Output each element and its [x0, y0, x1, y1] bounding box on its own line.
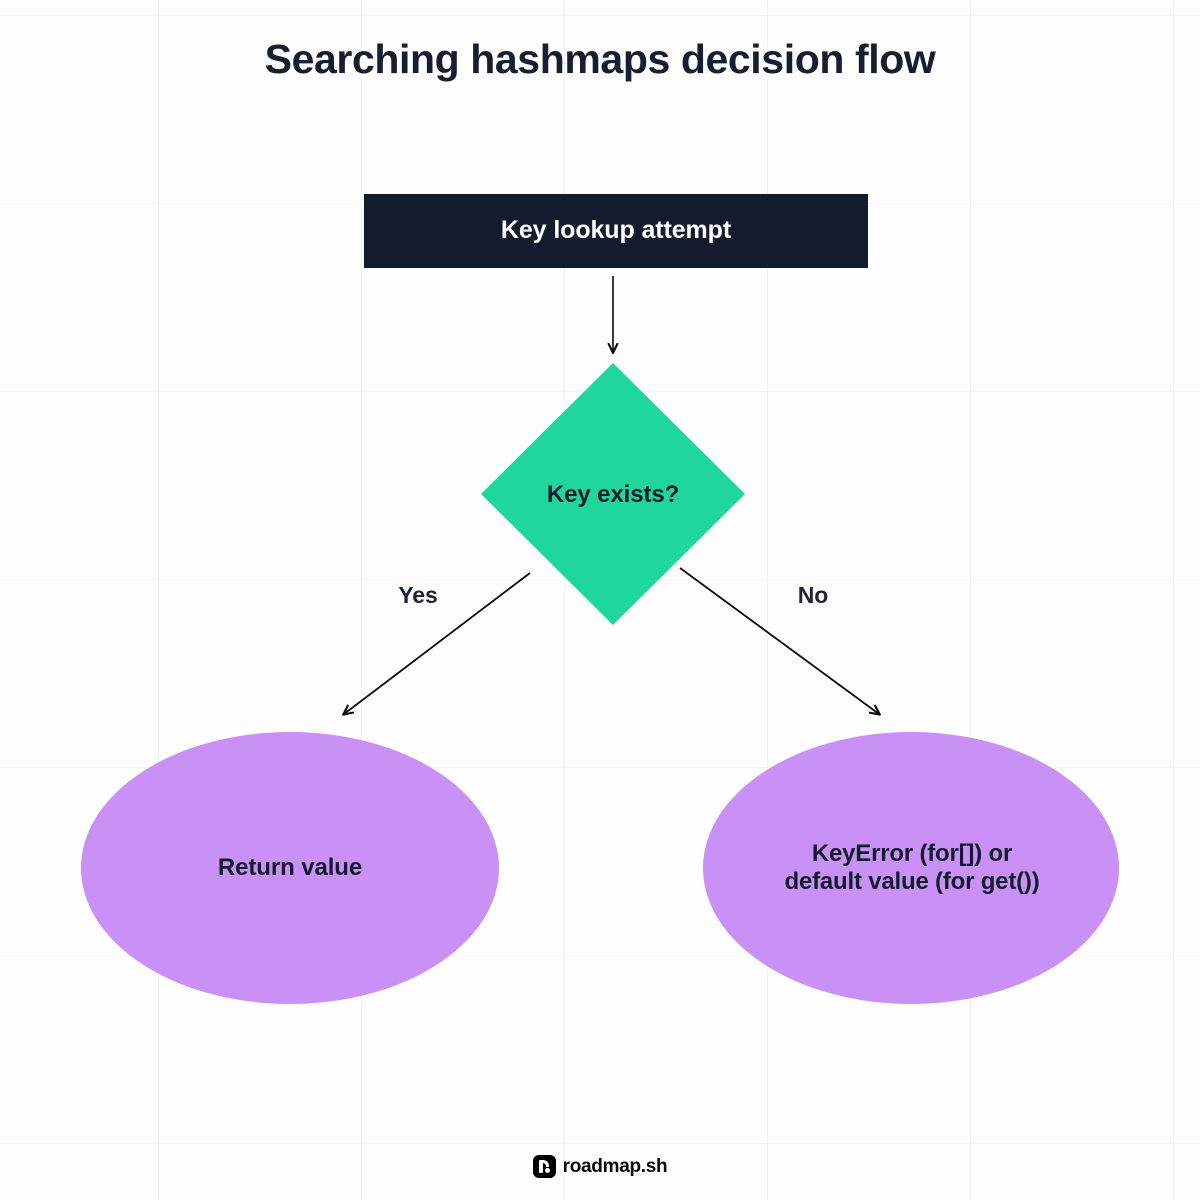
edge-label-no: No	[797, 582, 829, 608]
edge-decision-to-error	[679, 567, 879, 714]
brand-name: roadmap.sh	[562, 1155, 668, 1177]
logo-r-stem	[538, 1160, 543, 1173]
page-title: Searching hashmaps decision flow	[264, 36, 936, 82]
edge-label-yes: Yes	[398, 582, 438, 608]
node-error-shape[interactable]	[703, 732, 1119, 1004]
node-start-shape[interactable]	[364, 194, 868, 268]
footer-brand[interactable]: roadmap.sh	[0, 1155, 1200, 1178]
edge-decision-to-return	[344, 572, 531, 714]
node-return-shape[interactable]	[81, 732, 499, 1004]
node-decision-shape[interactable]	[481, 363, 745, 625]
logo-r-dot	[544, 1168, 550, 1173]
roadmap-logo-icon	[532, 1155, 556, 1178]
logo-r-arc	[541, 1160, 549, 1167]
